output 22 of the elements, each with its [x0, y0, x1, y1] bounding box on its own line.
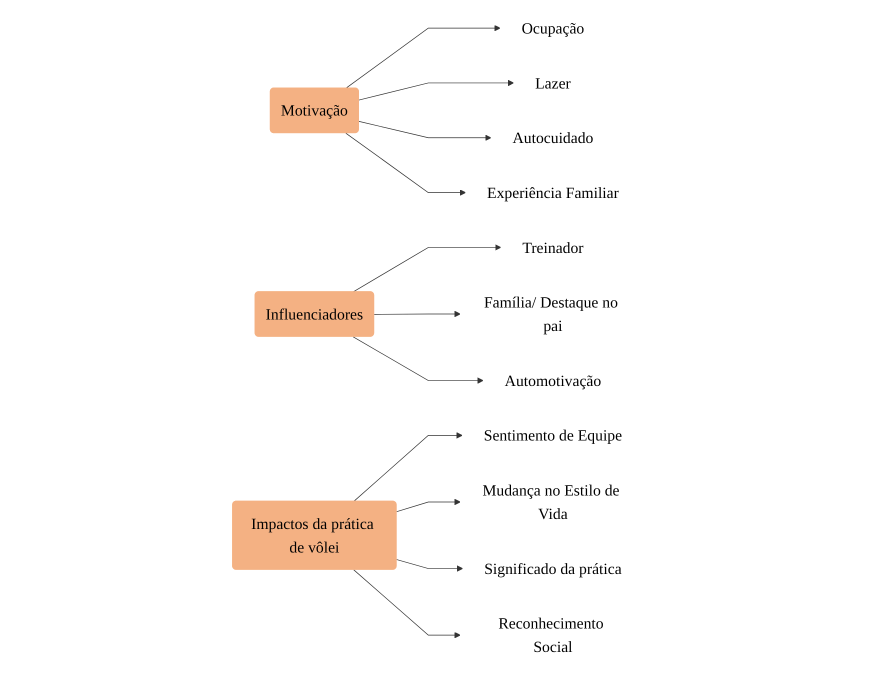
arrow — [353, 432, 463, 502]
arrow — [374, 310, 461, 318]
node-text: Sentimento de Equipe — [484, 426, 622, 444]
arrow — [396, 498, 461, 512]
arrow — [396, 559, 464, 572]
arrow — [358, 121, 492, 141]
arrow — [353, 569, 461, 638]
node-text: Ocupação — [522, 19, 584, 38]
node-text: Autocuidado — [512, 128, 594, 147]
node-text: Experiência Familiar — [487, 184, 619, 202]
node-text: Família/ Destaque no pai — [484, 293, 618, 335]
arrow — [358, 80, 514, 100]
node-text: Reconhecimento Social — [498, 614, 604, 656]
arrow — [352, 244, 502, 292]
arrow — [345, 132, 466, 196]
arrow — [352, 336, 484, 384]
node-text: Mudança no Estilo de Vida — [482, 481, 620, 523]
node-text: Lazer — [535, 74, 571, 92]
node-text: Significado da prática — [484, 560, 622, 578]
arrow — [345, 25, 501, 89]
node-text: Treinador — [522, 238, 584, 256]
node-text: Automotivação — [504, 372, 602, 390]
